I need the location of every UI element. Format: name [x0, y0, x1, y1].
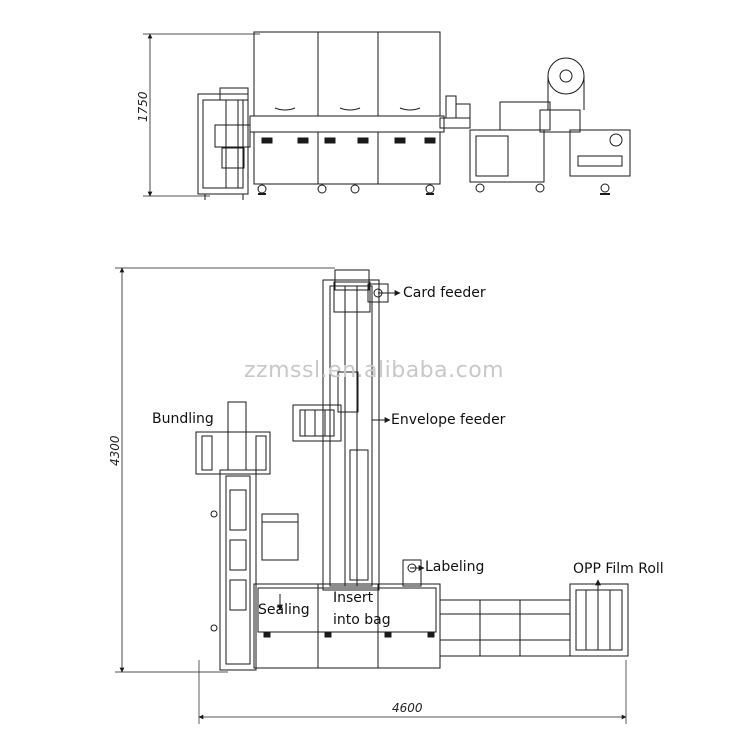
plan-width-dimension: 4600 — [392, 701, 423, 715]
opp-film-roll-label: OPP Film Roll — [573, 561, 664, 577]
plan-small-box — [261, 513, 299, 561]
plan-opp-wrapper — [439, 583, 629, 657]
plan-depth-dimension: 4300 — [108, 435, 122, 466]
labeling-label: Labeling — [425, 559, 485, 575]
plan-vertical-conveyor — [292, 269, 389, 591]
side-view — [143, 31, 631, 200]
plan-width-dimension-line — [198, 660, 627, 724]
plan-depth-dimension-line — [115, 267, 335, 673]
label-arrows — [277, 290, 601, 611]
card-feeder-label: Card feeder — [403, 285, 486, 301]
side-wrapping-machine — [469, 57, 631, 195]
side-height-dimension-line — [143, 33, 260, 197]
watermark-text: zzmssl.en.alibaba.com — [244, 358, 505, 383]
plan-bundling-line — [195, 401, 271, 671]
side-height-dimension: 1750 — [136, 91, 150, 122]
sealing-label: Sealing — [258, 602, 310, 618]
plan-labeling-unit — [402, 559, 422, 587]
side-left-tower — [197, 87, 251, 200]
envelope-feeder-label: Envelope feeder — [391, 412, 506, 428]
side-conveyor — [439, 95, 471, 129]
plan-view — [115, 267, 629, 724]
insert-into-bag-label-line1: Insert — [333, 590, 374, 606]
insert-into-bag-label-line2: into bag — [333, 612, 391, 628]
bundling-label: Bundling — [152, 411, 214, 427]
side-main-cabinet — [249, 31, 445, 195]
